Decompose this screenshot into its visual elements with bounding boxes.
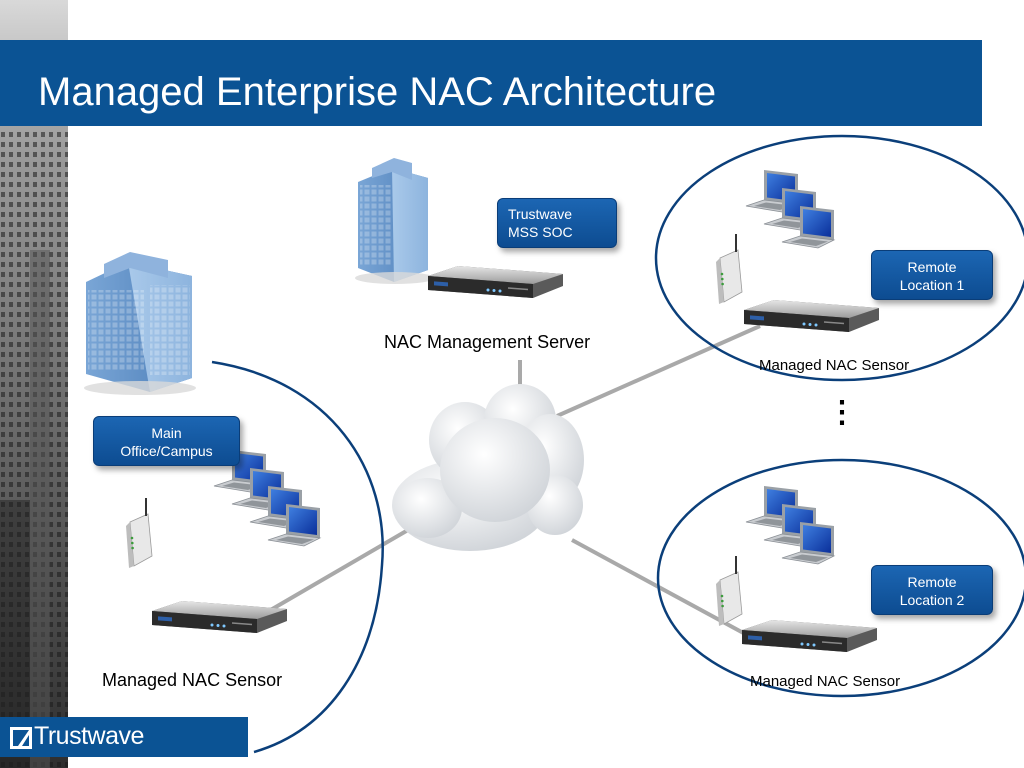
callout-trustwave-mss-soc: Trustwave MSS SOC [497, 198, 617, 248]
remote1-sensor-label: Managed NAC Sensor [759, 357, 910, 374]
callout-main-office: Main Office/Campus [93, 416, 240, 466]
callout-remote-location-1: Remote Location 1 [871, 250, 993, 300]
remote1-laptops-icon [745, 169, 835, 249]
trustwave-logo-text: Trustwave [34, 722, 144, 750]
callout-r2-line1: Remote [907, 574, 957, 590]
callout-r1-line1: Remote [907, 259, 957, 275]
callout-main-line2: Office/Campus [120, 443, 213, 459]
slide-title: Managed Enterprise NAC Architecture [38, 70, 717, 114]
soc-building-icon [355, 158, 435, 284]
management-server-label: NAC Management Server [384, 332, 591, 352]
remote2-sensor-label: Managed NAC Sensor [750, 673, 901, 690]
remote2-laptops-icon [745, 485, 835, 565]
callout-main-line1: Main [151, 425, 182, 441]
callout-soc-line2: MSS SOC [508, 224, 573, 240]
main-office-boundary [211, 360, 384, 754]
remote1-boundary [654, 134, 1024, 382]
callout-r1-line2: Location 1 [899, 277, 965, 293]
main-office-modem-icon [125, 497, 153, 569]
internet-cloud [392, 384, 584, 551]
link-remote1 [556, 324, 761, 418]
callout-r2-line2: Location 2 [899, 592, 965, 608]
remote2-boundary [656, 458, 1024, 698]
remote1-modem-icon [715, 233, 743, 305]
link-remote2 [571, 538, 761, 644]
city-background-image [0, 0, 68, 768]
remote2-modem-icon [715, 555, 743, 627]
trustwave-logo-icon [10, 727, 32, 749]
main-nac-sensor-icon [151, 600, 288, 634]
remote1-nac-sensor-icon [743, 299, 880, 333]
callout-soc-line1: Trustwave [508, 206, 573, 222]
remote2-nac-sensor-icon [741, 619, 878, 653]
main-office-building-icon [84, 252, 196, 395]
logo-bar [0, 717, 248, 757]
callout-remote-location-2: Remote Location 2 [871, 565, 993, 615]
main-sensor-label: Managed NAC Sensor [102, 670, 283, 690]
more-locations-ellipsis: ⋮ [827, 396, 857, 429]
title-bar [0, 40, 982, 126]
nac-management-server-icon [427, 265, 564, 299]
